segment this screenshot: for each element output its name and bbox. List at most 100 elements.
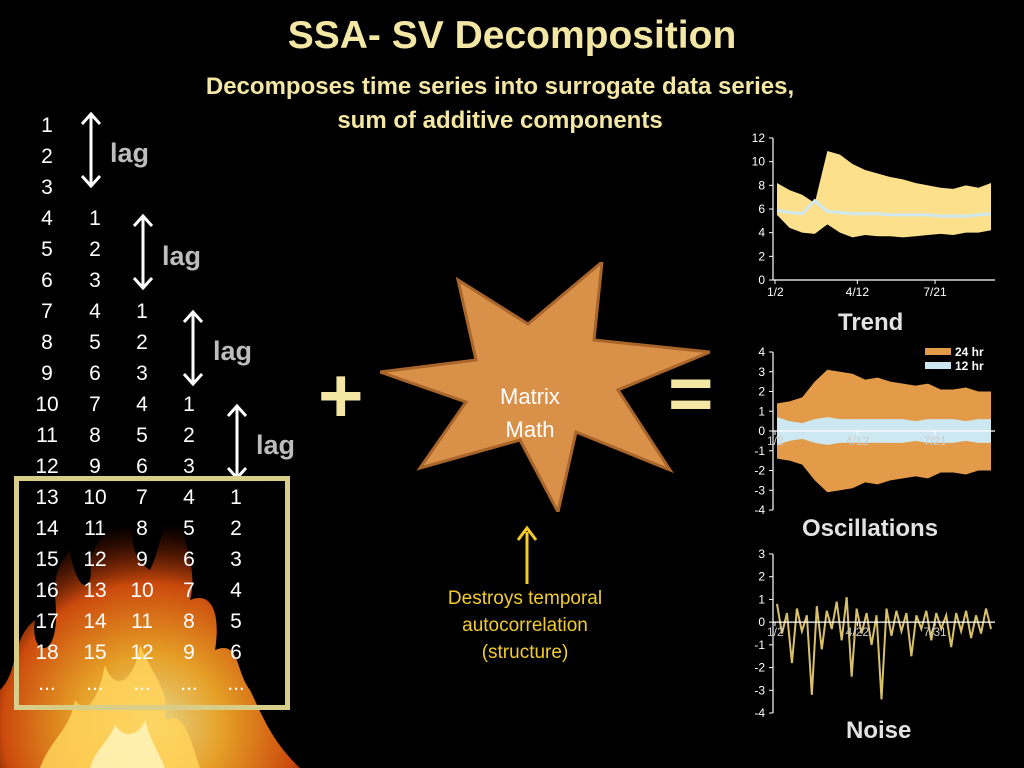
y-tick-label: -3 — [754, 483, 765, 497]
legend-swatch — [925, 362, 951, 369]
note-line-3: (structure) — [481, 642, 569, 663]
matrix-line-2: Math — [505, 417, 555, 442]
lag-column-2-value: 13 — [83, 579, 107, 602]
double-arrow-icon — [226, 403, 248, 481]
plus-sign: + — [318, 351, 364, 439]
x-tick-label: 4/12 — [846, 285, 870, 299]
y-tick-label: -1 — [754, 444, 765, 458]
lag-column-3-value: 4 — [136, 393, 148, 416]
lag-column-3-value: 3 — [136, 362, 148, 385]
lag-column-2-value: 12 — [83, 548, 107, 571]
lag-column-1-value: 5 — [41, 238, 53, 261]
y-tick-label: 12 — [752, 131, 766, 145]
y-tick-label: 10 — [752, 155, 766, 169]
lag-column-1-value: 17 — [35, 610, 59, 633]
y-tick-label: 0 — [758, 424, 765, 438]
lag-column-3-value: 10 — [130, 579, 154, 602]
lag-column-1-value: ... — [38, 672, 56, 695]
lag-column-2-value: 6 — [89, 362, 101, 385]
lag-column-1-value: 6 — [41, 269, 53, 292]
destroys-note: Destroys temporal autocorrelation (struc… — [405, 585, 645, 666]
legend-swatch — [925, 348, 951, 355]
trajectory-matrix-frame — [14, 476, 290, 710]
y-tick-label: 6 — [758, 202, 765, 216]
lag-column-5-value: ... — [227, 672, 245, 695]
trend-chart-title: Trend — [838, 309, 904, 336]
legend-label: 12 hr — [955, 359, 984, 373]
lag-column-2-value: 2 — [89, 238, 101, 261]
lag-column-5-value: 2 — [230, 517, 242, 540]
x-tick-label: 1/2 — [767, 625, 784, 639]
double-arrow-icon — [182, 309, 204, 387]
lag-column-3-value: 7 — [136, 486, 148, 509]
y-tick-label: 2 — [758, 570, 765, 584]
y-tick-label: -1 — [754, 638, 765, 652]
lag-column-4-value: ... — [180, 672, 198, 695]
lag-column-1-value: 7 — [41, 300, 53, 323]
lag-column-1-value: 14 — [35, 517, 59, 540]
x-tick-label: 1/2 — [767, 285, 784, 299]
x-tick-label: 1/2 — [767, 434, 784, 448]
lag-column-5-value: 4 — [230, 579, 242, 602]
subtitle: Decomposes time series into surrogate da… — [150, 70, 850, 138]
y-tick-label: 4 — [758, 226, 765, 240]
lag-column-3-value: 1 — [136, 300, 148, 323]
lag-column-1-value: 2 — [41, 145, 53, 168]
lag-column-4-value: 9 — [183, 641, 195, 664]
note-line-2: autocorrelation — [462, 615, 588, 636]
lag-column-4-value: 7 — [183, 579, 195, 602]
lag-column-2-value: 8 — [89, 424, 101, 447]
note-line-1: Destroys temporal — [447, 588, 603, 609]
x-tick-label: 7/21 — [923, 434, 947, 448]
lag-label-2: lag — [162, 241, 202, 271]
lag-column-3-value: ... — [133, 672, 151, 695]
lag-column-4-value: 4 — [183, 486, 195, 509]
lag-column-2-value: 15 — [83, 641, 107, 664]
y-tick-label: 3 — [758, 547, 765, 561]
noise-line — [776, 597, 992, 700]
lag-column-3-value: 2 — [136, 331, 148, 354]
x-tick-label: 7/31 — [923, 625, 947, 639]
lag-column-2-value: 14 — [83, 610, 107, 633]
lag-column-5-value: 5 — [230, 610, 242, 633]
starburst-icon — [380, 262, 710, 512]
lag-column-1-value: 3 — [41, 176, 53, 199]
lag-column-3-value: 11 — [131, 610, 153, 633]
lag-column-2-value: ... — [86, 672, 104, 695]
y-tick-label: 1 — [758, 592, 765, 606]
lag-column-1-value: 11 — [36, 424, 58, 447]
lag-column-2-value: 10 — [83, 486, 107, 509]
legend-label: 24 hr — [955, 345, 984, 359]
lag-column-2-value: 7 — [89, 393, 101, 416]
lag-column-1-value: 8 — [41, 331, 53, 354]
x-tick-label: 4/12 — [846, 434, 870, 448]
y-tick-label: -4 — [754, 706, 765, 720]
lag-column-3-value: 6 — [136, 455, 148, 478]
lag-column-1-value: 10 — [35, 393, 59, 416]
x-tick-label: 7/21 — [923, 285, 947, 299]
subtitle-line-1: Decomposes time series into surrogate da… — [205, 73, 795, 100]
lag-column-1-value: 13 — [35, 486, 59, 509]
matrix-line-1: Matrix — [500, 384, 560, 409]
lag-column-5-value: 3 — [230, 548, 242, 571]
up-arrow-icon — [516, 525, 538, 584]
y-tick-label: -2 — [754, 661, 765, 675]
matrix-math-label: Matrix Math — [470, 380, 590, 446]
lag-label-3: lag — [213, 336, 253, 366]
lag-column-1-value: 18 — [35, 641, 59, 664]
noise-chart-title: Noise — [846, 717, 912, 744]
y-tick-label: 2 — [758, 249, 765, 263]
lag-column-2-value: 1 — [89, 207, 101, 230]
lag-column-5-value: 1 — [230, 486, 242, 509]
lag-label-1: lag — [110, 138, 150, 168]
lag-column-3-value: 9 — [136, 548, 148, 571]
lag-column-1-value: 9 — [41, 362, 53, 385]
lag-column-3-value: 12 — [130, 641, 154, 664]
y-tick-label: 1 — [758, 404, 765, 418]
